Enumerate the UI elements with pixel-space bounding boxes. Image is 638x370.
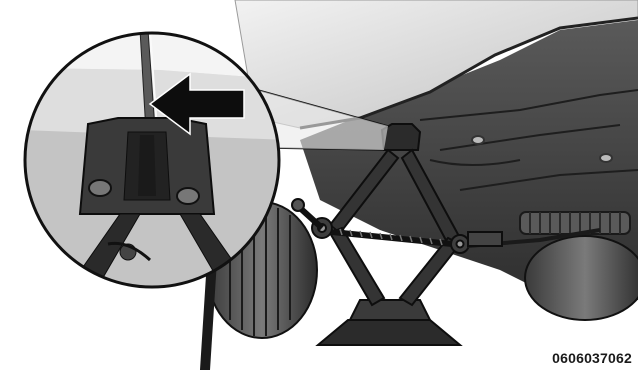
rear-tire bbox=[525, 236, 638, 320]
figure-code: 0606037062 bbox=[552, 350, 632, 366]
suspension-spring bbox=[520, 212, 630, 234]
